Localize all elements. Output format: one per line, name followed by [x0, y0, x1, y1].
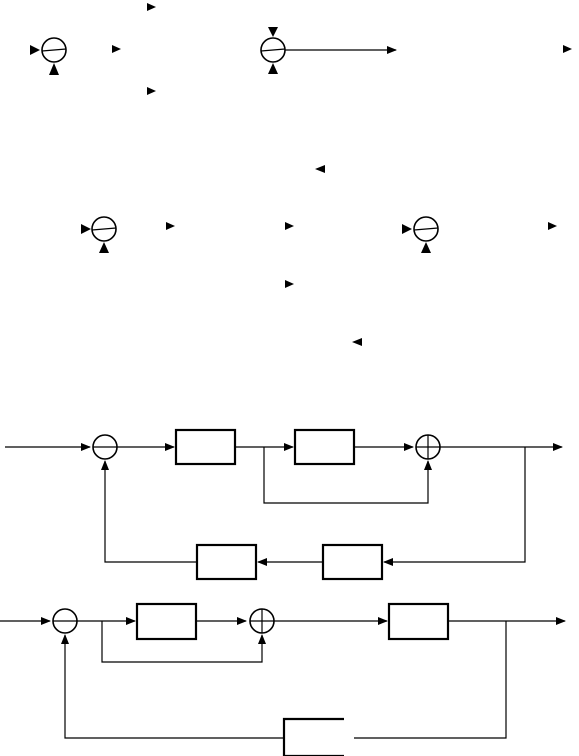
arrowhead-up: [421, 242, 431, 253]
arrowhead-right: [563, 45, 572, 53]
feedback-path-out: [61, 634, 284, 739]
arrowhead-right: [166, 222, 175, 230]
arrowhead-right: [147, 87, 156, 95]
block-b1: [135, 602, 198, 641]
block-diagram-b: [0, 602, 566, 756]
top-fragment-row-2: [81, 165, 557, 346]
arrowhead-up: [268, 63, 278, 74]
junction-minus-mark: [41, 48, 67, 52]
junction-minus-mark: [91, 227, 117, 231]
arrowhead-right: [548, 222, 557, 230]
block-a3: [195, 543, 258, 581]
block-a1: [174, 428, 237, 466]
arrowhead-right: [285, 222, 294, 230]
feedback-path-out: [101, 460, 197, 563]
arrowhead-left: [352, 338, 362, 346]
junction-minus-mark: [413, 227, 439, 231]
summing-junction: [41, 37, 67, 63]
arrowhead-up: [49, 63, 59, 75]
summing-junction: [413, 216, 439, 242]
top-fragment-row-1: [30, 3, 572, 95]
arrowhead-right: [112, 45, 121, 53]
arrowhead-right: [147, 3, 156, 11]
arrowhead-right: [81, 224, 91, 234]
summing-junction: [91, 216, 117, 242]
block-a2: [293, 428, 356, 466]
arrowhead-right: [402, 224, 412, 234]
arrowhead-right: [285, 280, 294, 288]
block-b2: [387, 602, 450, 641]
block-diagram-a: [5, 428, 563, 581]
arrowhead-down: [268, 27, 278, 37]
bypass-path: [263, 447, 432, 504]
block-a4: [321, 543, 384, 581]
bypass-path: [101, 621, 266, 663]
junction-minus-mark: [260, 48, 286, 52]
arrowhead-up: [99, 242, 109, 253]
block-b3-partial: [282, 717, 344, 756]
feedback-path-in: [383, 447, 526, 566]
feedback-path-in: [354, 621, 507, 739]
arrowhead-left: [315, 165, 325, 173]
arrowhead-right: [30, 45, 40, 55]
